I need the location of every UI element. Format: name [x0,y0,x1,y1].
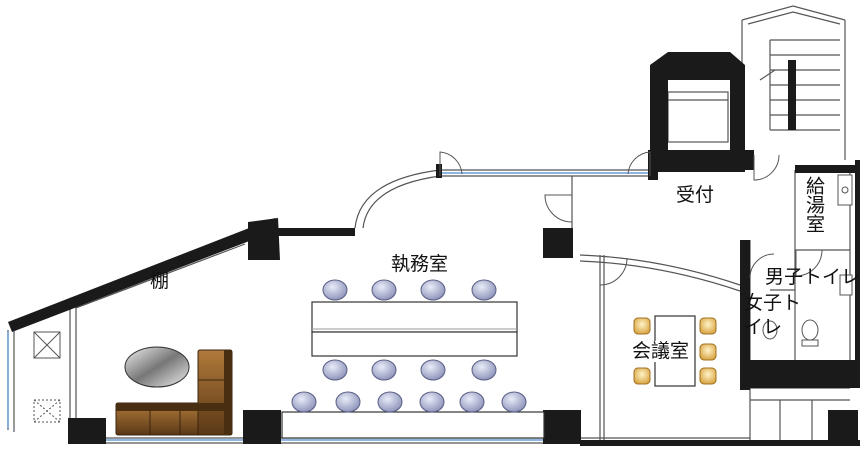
room-label-meeting: 会議室 [632,340,690,362]
walls [8,52,860,446]
toilet-icon [762,319,819,347]
doors [439,151,823,286]
room-label-office: 執務室 [391,253,449,275]
office-chairs [291,279,527,413]
windows [7,172,650,441]
sofa-icon [115,349,233,436]
room-label-shelf: 棚 [150,270,170,292]
oval-table-icon [124,346,190,388]
desk-row-1 [281,301,545,439]
room-label-kitchenette: 給湯室 [803,176,825,233]
room-label-reception: 受付 [676,184,715,206]
sink-icon [837,174,853,296]
interior-lines [7,5,851,444]
room-label-womens-toilet: 女子トイレ [744,292,802,338]
storage-box-icon [33,331,61,423]
room-label-mens-toilet: 男子トイレ [764,266,860,288]
